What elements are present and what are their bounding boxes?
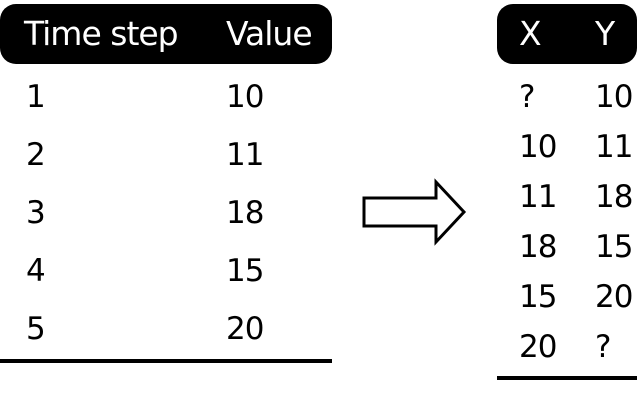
header-value: Value [226, 14, 313, 53]
header-y: Y [595, 14, 615, 53]
source-table-header: Time step Value [0, 4, 332, 64]
x-cell: 15 [519, 279, 557, 315]
x-cell: 10 [519, 129, 557, 165]
x-cell: ? [519, 79, 536, 115]
time-step-cell: 3 [26, 195, 46, 231]
time-step-cell: 5 [26, 311, 46, 347]
supervised-table: X Y ? 10 10 11 11 18 18 15 15 20 20 ? [497, 4, 637, 384]
y-cell: ? [595, 329, 612, 365]
y-cell: 18 [595, 179, 633, 215]
source-table: Time step Value 1 10 2 11 3 18 4 15 5 20 [0, 4, 332, 366]
time-step-cell: 2 [26, 137, 46, 173]
time-step-cell: 4 [26, 253, 46, 289]
supervised-table-header: X Y [497, 4, 637, 64]
x-cell: 11 [519, 179, 557, 215]
source-table-bottom-rule [0, 359, 332, 363]
x-cell: 18 [519, 229, 557, 265]
y-cell: 10 [595, 79, 633, 115]
time-step-cell: 1 [26, 79, 46, 115]
value-cell: 10 [226, 79, 264, 115]
y-cell: 15 [595, 229, 633, 265]
right-arrow-icon [362, 178, 467, 246]
y-cell: 20 [595, 279, 633, 315]
header-time-step: Time step [24, 14, 179, 53]
value-cell: 18 [226, 195, 264, 231]
x-cell: 20 [519, 329, 557, 365]
supervised-table-bottom-rule [497, 376, 637, 380]
value-cell: 20 [226, 311, 264, 347]
value-cell: 11 [226, 137, 264, 173]
header-x: X [519, 14, 542, 53]
y-cell: 11 [595, 129, 633, 165]
value-cell: 15 [226, 253, 264, 289]
